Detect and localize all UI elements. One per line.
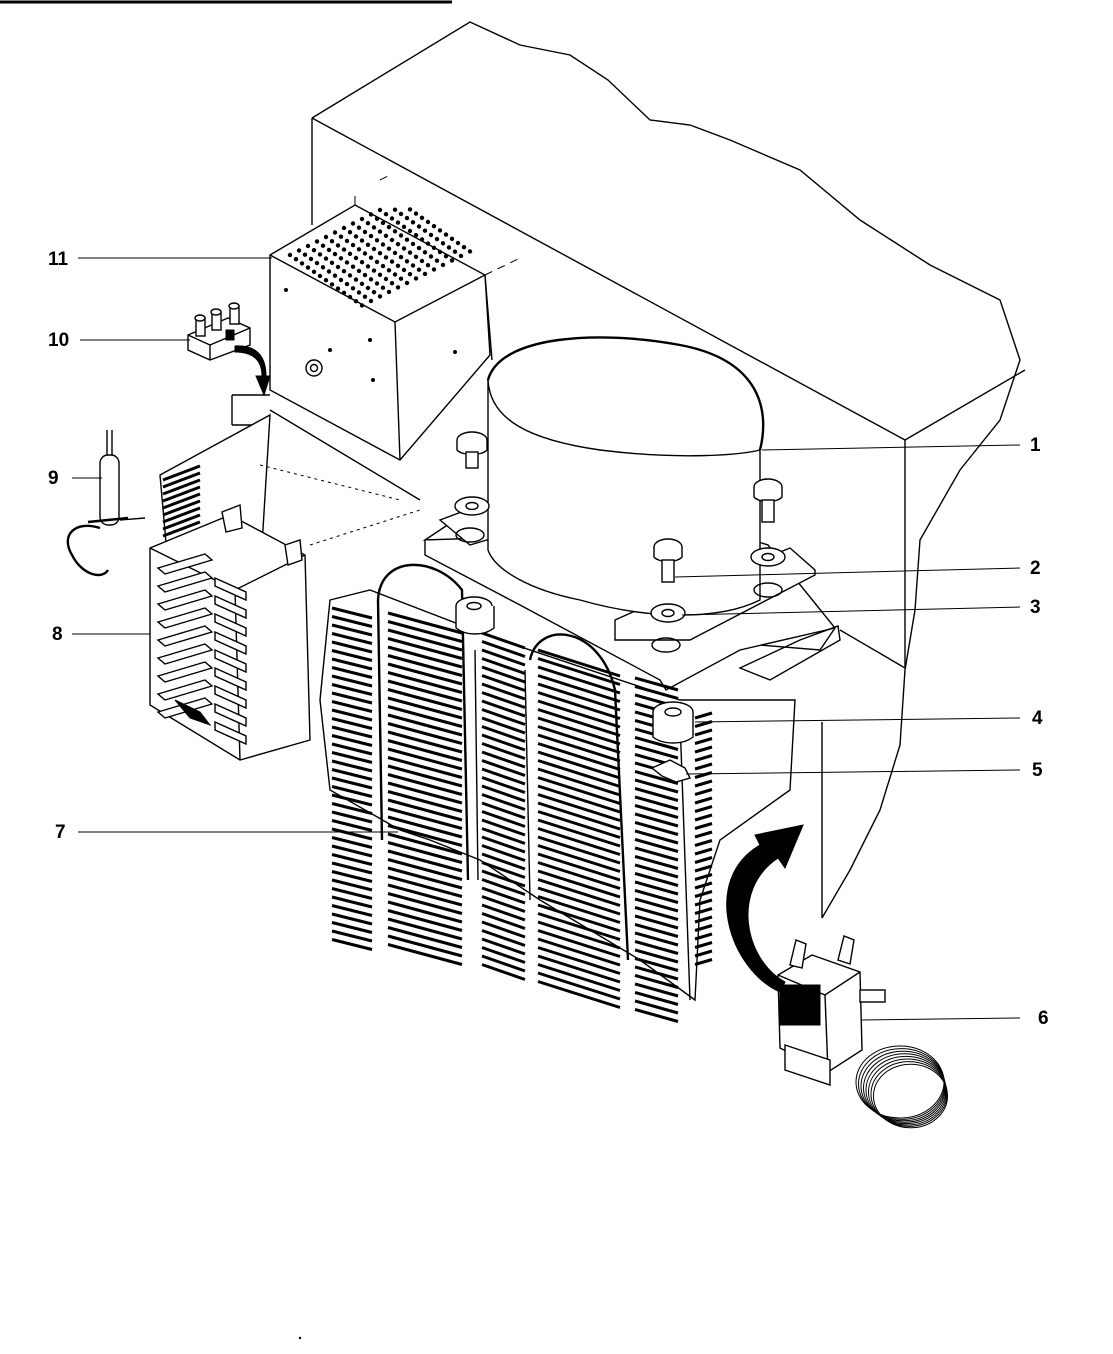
callout-7: 7 (55, 822, 66, 843)
callout-4: 4 (1032, 708, 1043, 729)
grommet-left (455, 596, 495, 635)
arrow-curved-up-thermostat (726, 824, 804, 993)
guide-dashes (259, 464, 421, 546)
electrical-box (269, 173, 521, 461)
vent-hole-grid (287, 207, 473, 308)
washer-left (454, 496, 490, 543)
stray-mark (298, 1336, 302, 1340)
callout-labels: 11 10 9 8 7 1 2 3 4 5 6 (48, 249, 1049, 1029)
callout-1: 1 (1030, 435, 1041, 456)
washer-right (750, 547, 786, 598)
bolt-front (653, 538, 683, 583)
washer-front (650, 603, 686, 653)
relay-housing (149, 504, 311, 761)
callout-10: 10 (48, 330, 69, 351)
callout-3: 3 (1030, 597, 1041, 618)
leader-lines (72, 257, 1021, 1021)
compressor (486, 336, 765, 616)
callout-2: 2 (1030, 558, 1041, 579)
callout-8: 8 (52, 624, 63, 645)
cabinet-back-panel (311, 21, 1026, 919)
bolt-right (753, 478, 783, 523)
grommet-right (652, 701, 694, 744)
bolt-left (456, 431, 488, 469)
callout-11: 11 (48, 249, 69, 270)
rubber-washers (454, 496, 786, 653)
mounting-bolts (456, 431, 783, 583)
temperature-sensor (66, 430, 146, 577)
condenser-coil (319, 563, 796, 1023)
terminal-block (187, 302, 251, 361)
arrow-curved-down-terminal (234, 345, 271, 397)
callout-5: 5 (1032, 760, 1043, 781)
callout-6: 6 (1038, 1008, 1049, 1029)
thermostat (777, 935, 948, 1129)
retaining-clip (650, 759, 692, 783)
callout-9: 9 (48, 468, 59, 489)
